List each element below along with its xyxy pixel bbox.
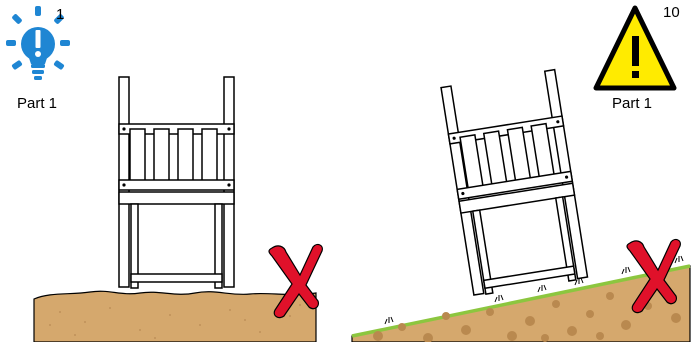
cross-mark-icon	[626, 238, 681, 314]
chair-upright	[118, 76, 235, 289]
sand-ground	[33, 290, 317, 343]
sloped-ground	[351, 255, 691, 343]
lightbulb-icon	[6, 6, 70, 80]
part-label-left: Part 1	[17, 95, 58, 112]
cross-mark-icon	[268, 243, 323, 319]
warning-triangle-icon	[593, 5, 677, 91]
right-panel	[351, 5, 691, 343]
step-number-right: 10	[663, 4, 680, 21]
step-number-left: 1	[56, 6, 65, 23]
chair-tilted	[440, 68, 589, 296]
left-panel	[6, 6, 323, 343]
part-label-right: Part 1	[612, 95, 653, 112]
